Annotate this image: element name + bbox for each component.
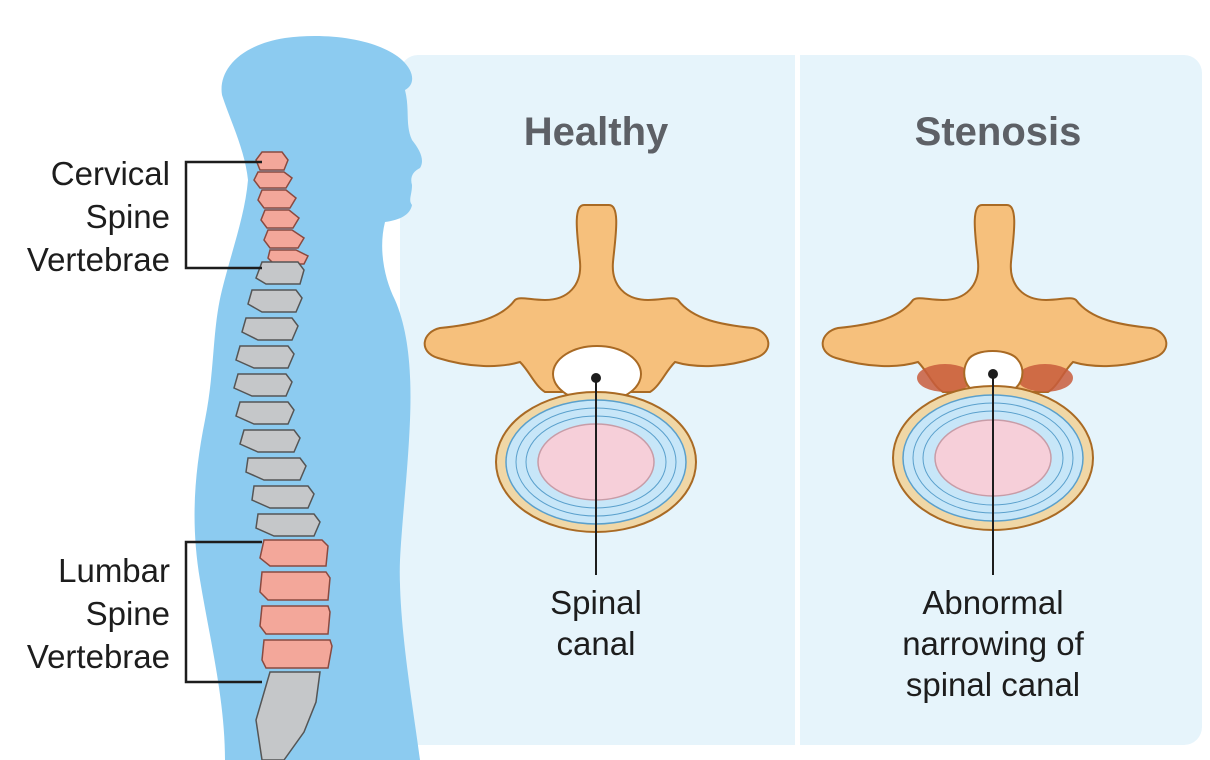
healthy-title: Healthy [523, 110, 669, 154]
panel-divider [795, 55, 800, 745]
lumbar-vertebrae [259, 539, 333, 669]
healthy-vertebra [423, 204, 770, 575]
stenosis-callout-line-2: narrowing of [902, 625, 1084, 662]
healthy-callout-line-1: Spinal [550, 584, 642, 621]
stenosis-callout-line-3: spinal canal [905, 666, 1081, 703]
sacrum [255, 671, 321, 760]
lumbar-label-line-2: Spine [85, 595, 170, 632]
cervical-label-line-3: Vertebrae [26, 241, 170, 278]
cervical-label-line-2: Spine [85, 198, 170, 235]
lumbar-label-line-3: Vertebrae [26, 638, 170, 675]
human-silhouette [194, 36, 422, 760]
stenosis-callout: Abnormal narrowing of spinal canal [858, 582, 1128, 705]
healthy-callout-line-2: canal [556, 625, 636, 662]
lumbar-bracket [184, 540, 262, 684]
stenosis-callout-line-1: Abnormal [922, 584, 1064, 621]
thoracic-vertebrae [233, 261, 321, 537]
stenosis-vertebra [821, 204, 1168, 575]
cervical-label-line-1: Cervical [50, 155, 170, 192]
healthy-callout: Spinal canal [496, 582, 696, 664]
cervical-bracket [184, 160, 262, 270]
stenosis-title: Stenosis [914, 110, 1082, 154]
lumbar-label: Lumbar Spine Vertebrae [0, 549, 170, 678]
cervical-vertebrae [253, 151, 310, 265]
lumbar-label-line-1: Lumbar [58, 552, 170, 589]
cervical-label: Cervical Spine Vertebrae [0, 152, 170, 281]
